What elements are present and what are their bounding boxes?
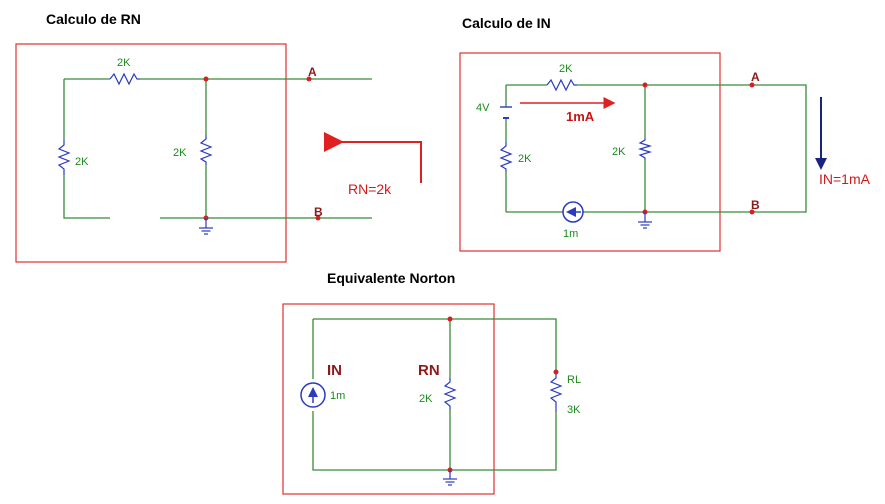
norton-rn-resistor	[443, 378, 457, 410]
norton-current-source-icon	[300, 382, 326, 408]
in-current-source-icon	[562, 201, 584, 223]
in-r-mid-resistor	[637, 138, 653, 160]
rn-r-top-label: 2K	[117, 57, 131, 69]
in-node-a-label: A	[751, 70, 760, 84]
norton-node-rl	[553, 369, 559, 375]
norton-rl-label: RL	[567, 374, 581, 386]
rn-node-top	[203, 76, 209, 82]
rn-node-a-label: A	[308, 65, 317, 79]
rn-result: RN=2k	[348, 181, 392, 197]
in-source-v-label: 4V	[476, 102, 490, 114]
in-r-mid-label: 2K	[612, 146, 626, 158]
norton-in-label: IN	[327, 362, 342, 379]
norton-rn-value: 2K	[419, 393, 433, 405]
rn-r-left-resistor	[57, 140, 71, 175]
rn-title: Calculo de RN	[46, 11, 141, 27]
in-box	[459, 52, 721, 252]
norton-rn-label: RN	[418, 362, 440, 379]
rn-arrow-icon	[324, 132, 422, 183]
in-ground-icon	[638, 212, 652, 229]
in-r-left-label: 2K	[518, 153, 532, 165]
in-outer-wire	[506, 84, 807, 213]
rn-r-mid-resistor	[199, 135, 213, 165]
rn-r-top-resistor	[109, 72, 140, 86]
rn-node-a	[306, 76, 312, 82]
norton-ground-icon	[443, 470, 457, 486]
norton-in-value: 1m	[330, 390, 345, 402]
rn-section: Calculo de RN 2K 2K 2K A B RN=2k	[15, 11, 422, 263]
rn-box	[15, 43, 287, 263]
in-node-a	[749, 82, 755, 88]
in-r-top-resistor	[546, 78, 577, 92]
in-r-left-resistor	[499, 142, 513, 172]
rn-left-wire	[63, 79, 110, 219]
norton-section: Equivalente Norton IN 1m RN 2K RL 3K	[282, 270, 581, 495]
norton-node-top	[447, 316, 453, 322]
in-result-arrow-icon	[815, 97, 827, 170]
in-source-i-label: 1m	[563, 228, 578, 240]
in-node-b-label: B	[751, 198, 760, 212]
norton-outer-wire	[312, 318, 557, 471]
rn-node-b	[315, 215, 321, 221]
rn-r-mid-label: 2K	[173, 147, 187, 159]
rn-r-left-label: 2K	[75, 156, 89, 168]
norton-title: Equivalente Norton	[327, 270, 455, 286]
rn-node-b-label: B	[314, 205, 323, 219]
in-r-top-label: 2K	[559, 63, 573, 75]
in-section: Calculo de IN 4V 1m 2K 2K 2K 1mA	[459, 15, 871, 252]
norton-box	[282, 303, 495, 495]
norton-rl-resistor	[549, 372, 563, 412]
in-title: Calculo de IN	[462, 15, 551, 31]
in-node-top	[642, 82, 648, 88]
in-result: IN=1mA	[819, 171, 871, 187]
in-node-b	[749, 209, 755, 215]
norton-rl-value: 3K	[567, 404, 581, 416]
rn-ground-icon	[199, 218, 213, 235]
in-current-label: 1mA	[566, 109, 595, 124]
in-voltage-source-icon	[500, 106, 512, 119]
